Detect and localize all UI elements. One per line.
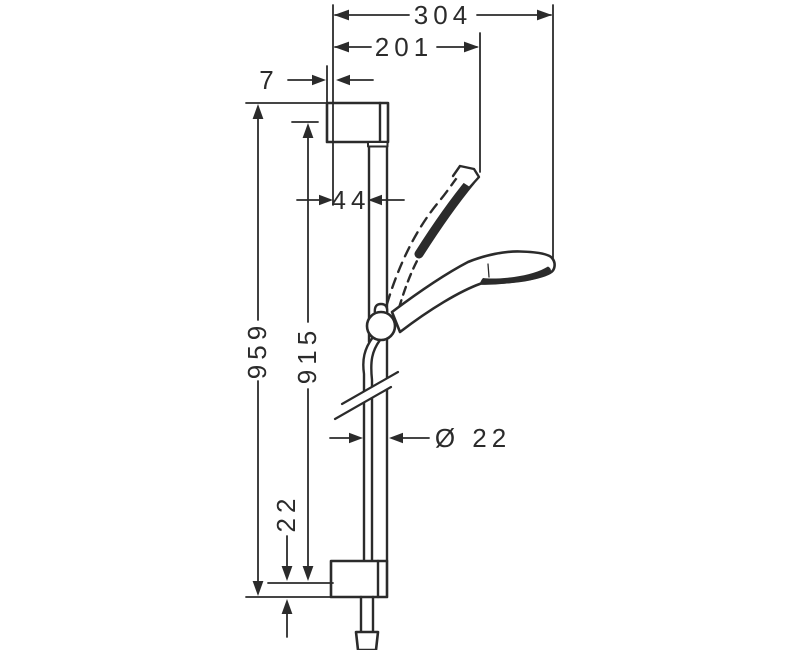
bar-break-mask — [335, 372, 398, 419]
shower-hose-left-edge — [362, 335, 375, 563]
arrowhead-915-bottom — [302, 566, 314, 581]
dimension-201 — [334, 41, 479, 53]
arrowhead-22-down — [281, 566, 293, 581]
arrowhead-201-left — [334, 41, 349, 53]
hand-shower-raised-cap — [451, 164, 481, 189]
dim-915-label: 915 — [292, 326, 322, 384]
arrowhead-304-left — [334, 9, 349, 21]
hand-shower-spray-face — [480, 266, 551, 285]
arrowhead-201-right — [464, 41, 479, 53]
dim-22-label: 22 — [271, 494, 301, 533]
rail-assembly — [325, 101, 556, 650]
shower-hose-right-edge — [370, 338, 382, 563]
dim-7-label: 7 — [259, 65, 278, 95]
dimension-915 — [302, 123, 314, 581]
upper-wall-bracket — [325, 101, 390, 148]
dimension-7 — [287, 74, 374, 86]
arrowhead-44-right — [368, 194, 382, 206]
arrowhead-304-right — [537, 9, 552, 21]
hand-shower-seam — [487, 263, 490, 278]
arrowhead-915-top — [302, 123, 314, 138]
dimension-44 — [296, 194, 405, 206]
bar-break-line-upper — [340, 370, 400, 406]
hand-shower-raised-spray-face — [414, 176, 476, 259]
hand-shower-docked — [390, 250, 556, 334]
dim-201-label: 201 — [375, 32, 433, 62]
dimension-labels: 304 201 7 44 Ø 22 959 915 22 — [242, 0, 511, 533]
arrowhead-44-left — [319, 194, 333, 206]
arrowhead-dia22-right — [389, 432, 403, 444]
dim-959-label: 959 — [242, 321, 272, 379]
lower-wall-bracket — [329, 559, 389, 599]
arrowhead-959-top — [252, 104, 264, 119]
dimension-22 — [281, 535, 293, 638]
arrowhead-959-bottom — [252, 581, 264, 596]
hand-shower-raised-dashed — [385, 164, 481, 310]
dim-diameter-label: Ø 22 — [435, 423, 511, 453]
hand-shower-raised-body-outline — [385, 173, 461, 306]
upper-bracket-collar — [367, 141, 389, 148]
holder-knob — [365, 310, 397, 342]
dimension-diameter-22 — [329, 432, 430, 444]
dim-304-label: 304 — [414, 0, 472, 30]
arrowhead-dia22-left — [349, 432, 363, 444]
arrowhead-22-up — [281, 599, 293, 614]
hose-outlet — [354, 595, 380, 650]
dimension-959 — [252, 104, 264, 596]
upper-bracket-body — [325, 101, 390, 144]
arrowhead-7-right — [336, 74, 350, 86]
dimension-304 — [334, 9, 552, 21]
dim-44-label: 44 — [332, 185, 371, 215]
bar-break-line-lower — [333, 385, 393, 421]
hose-nut — [354, 630, 380, 650]
arrowhead-7-left — [312, 74, 326, 86]
dimensions: 304 201 7 44 Ø 22 959 915 22 — [242, 0, 554, 638]
